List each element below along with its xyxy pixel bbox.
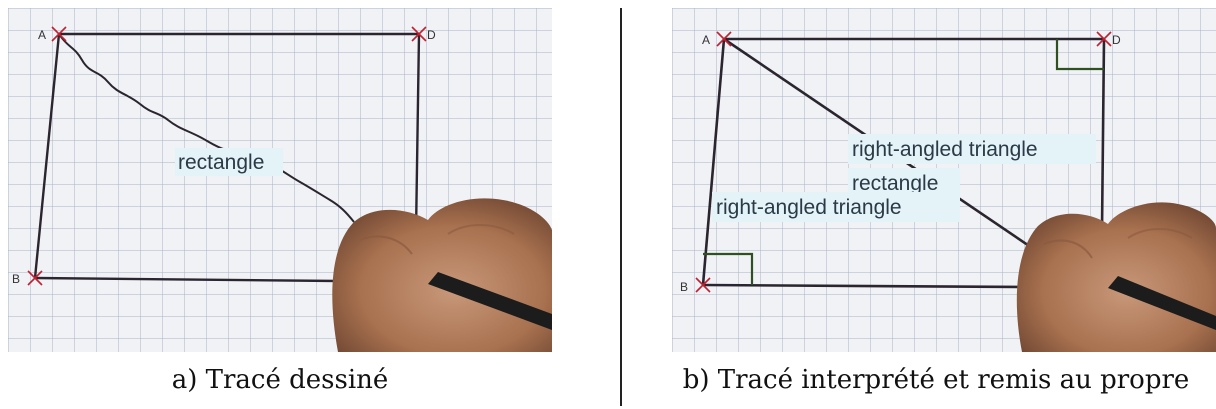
vertex-label-a: A <box>38 28 46 42</box>
clean-rectangle-outline <box>701 37 1106 289</box>
vertex-markers <box>27 26 427 286</box>
panel-b-canvas: A D B right-angled triangle rectangle ri… <box>672 8 1216 352</box>
shape-label-background <box>712 192 960 222</box>
vertex-label-b: B <box>12 272 20 286</box>
shape-label-right-triangle-lower: right-angled triangle <box>716 196 902 219</box>
shape-label-rectangle: rectangle <box>852 172 938 195</box>
panel-b-interpreted-photo: A D B right-angled triangle rectangle ri… <box>672 8 1216 352</box>
caption-panel-a: a) Tracé dessiné <box>171 365 389 395</box>
shape-label-background <box>175 148 283 176</box>
hand-with-pen-photo <box>1016 202 1216 352</box>
shape-label-rectangle: rectangle <box>178 151 264 174</box>
panel-a-canvas: A D B rectangle <box>8 8 552 352</box>
shape-label-background <box>848 134 1096 164</box>
panel-divider <box>620 8 622 406</box>
panel-a-drawn-photo: A D B rectangle <box>8 8 552 352</box>
shape-label-right-triangle-upper: right-angled triangle <box>852 138 1038 161</box>
right-angle-markers <box>703 39 1104 285</box>
vertex-label-d: D <box>1112 33 1121 47</box>
hand-drawn-diagonal <box>58 33 355 223</box>
caption-panel-b: b) Tracé interprété et remis au propre <box>682 365 1190 395</box>
vertex-label-a: A <box>702 33 710 47</box>
vertex-label-b: B <box>680 280 688 294</box>
vertex-markers <box>695 31 1112 293</box>
shape-label-background <box>848 168 960 196</box>
rectangle-outline <box>33 32 421 283</box>
vertex-label-d: D <box>427 28 436 42</box>
hand-with-pen-photo <box>332 198 552 352</box>
